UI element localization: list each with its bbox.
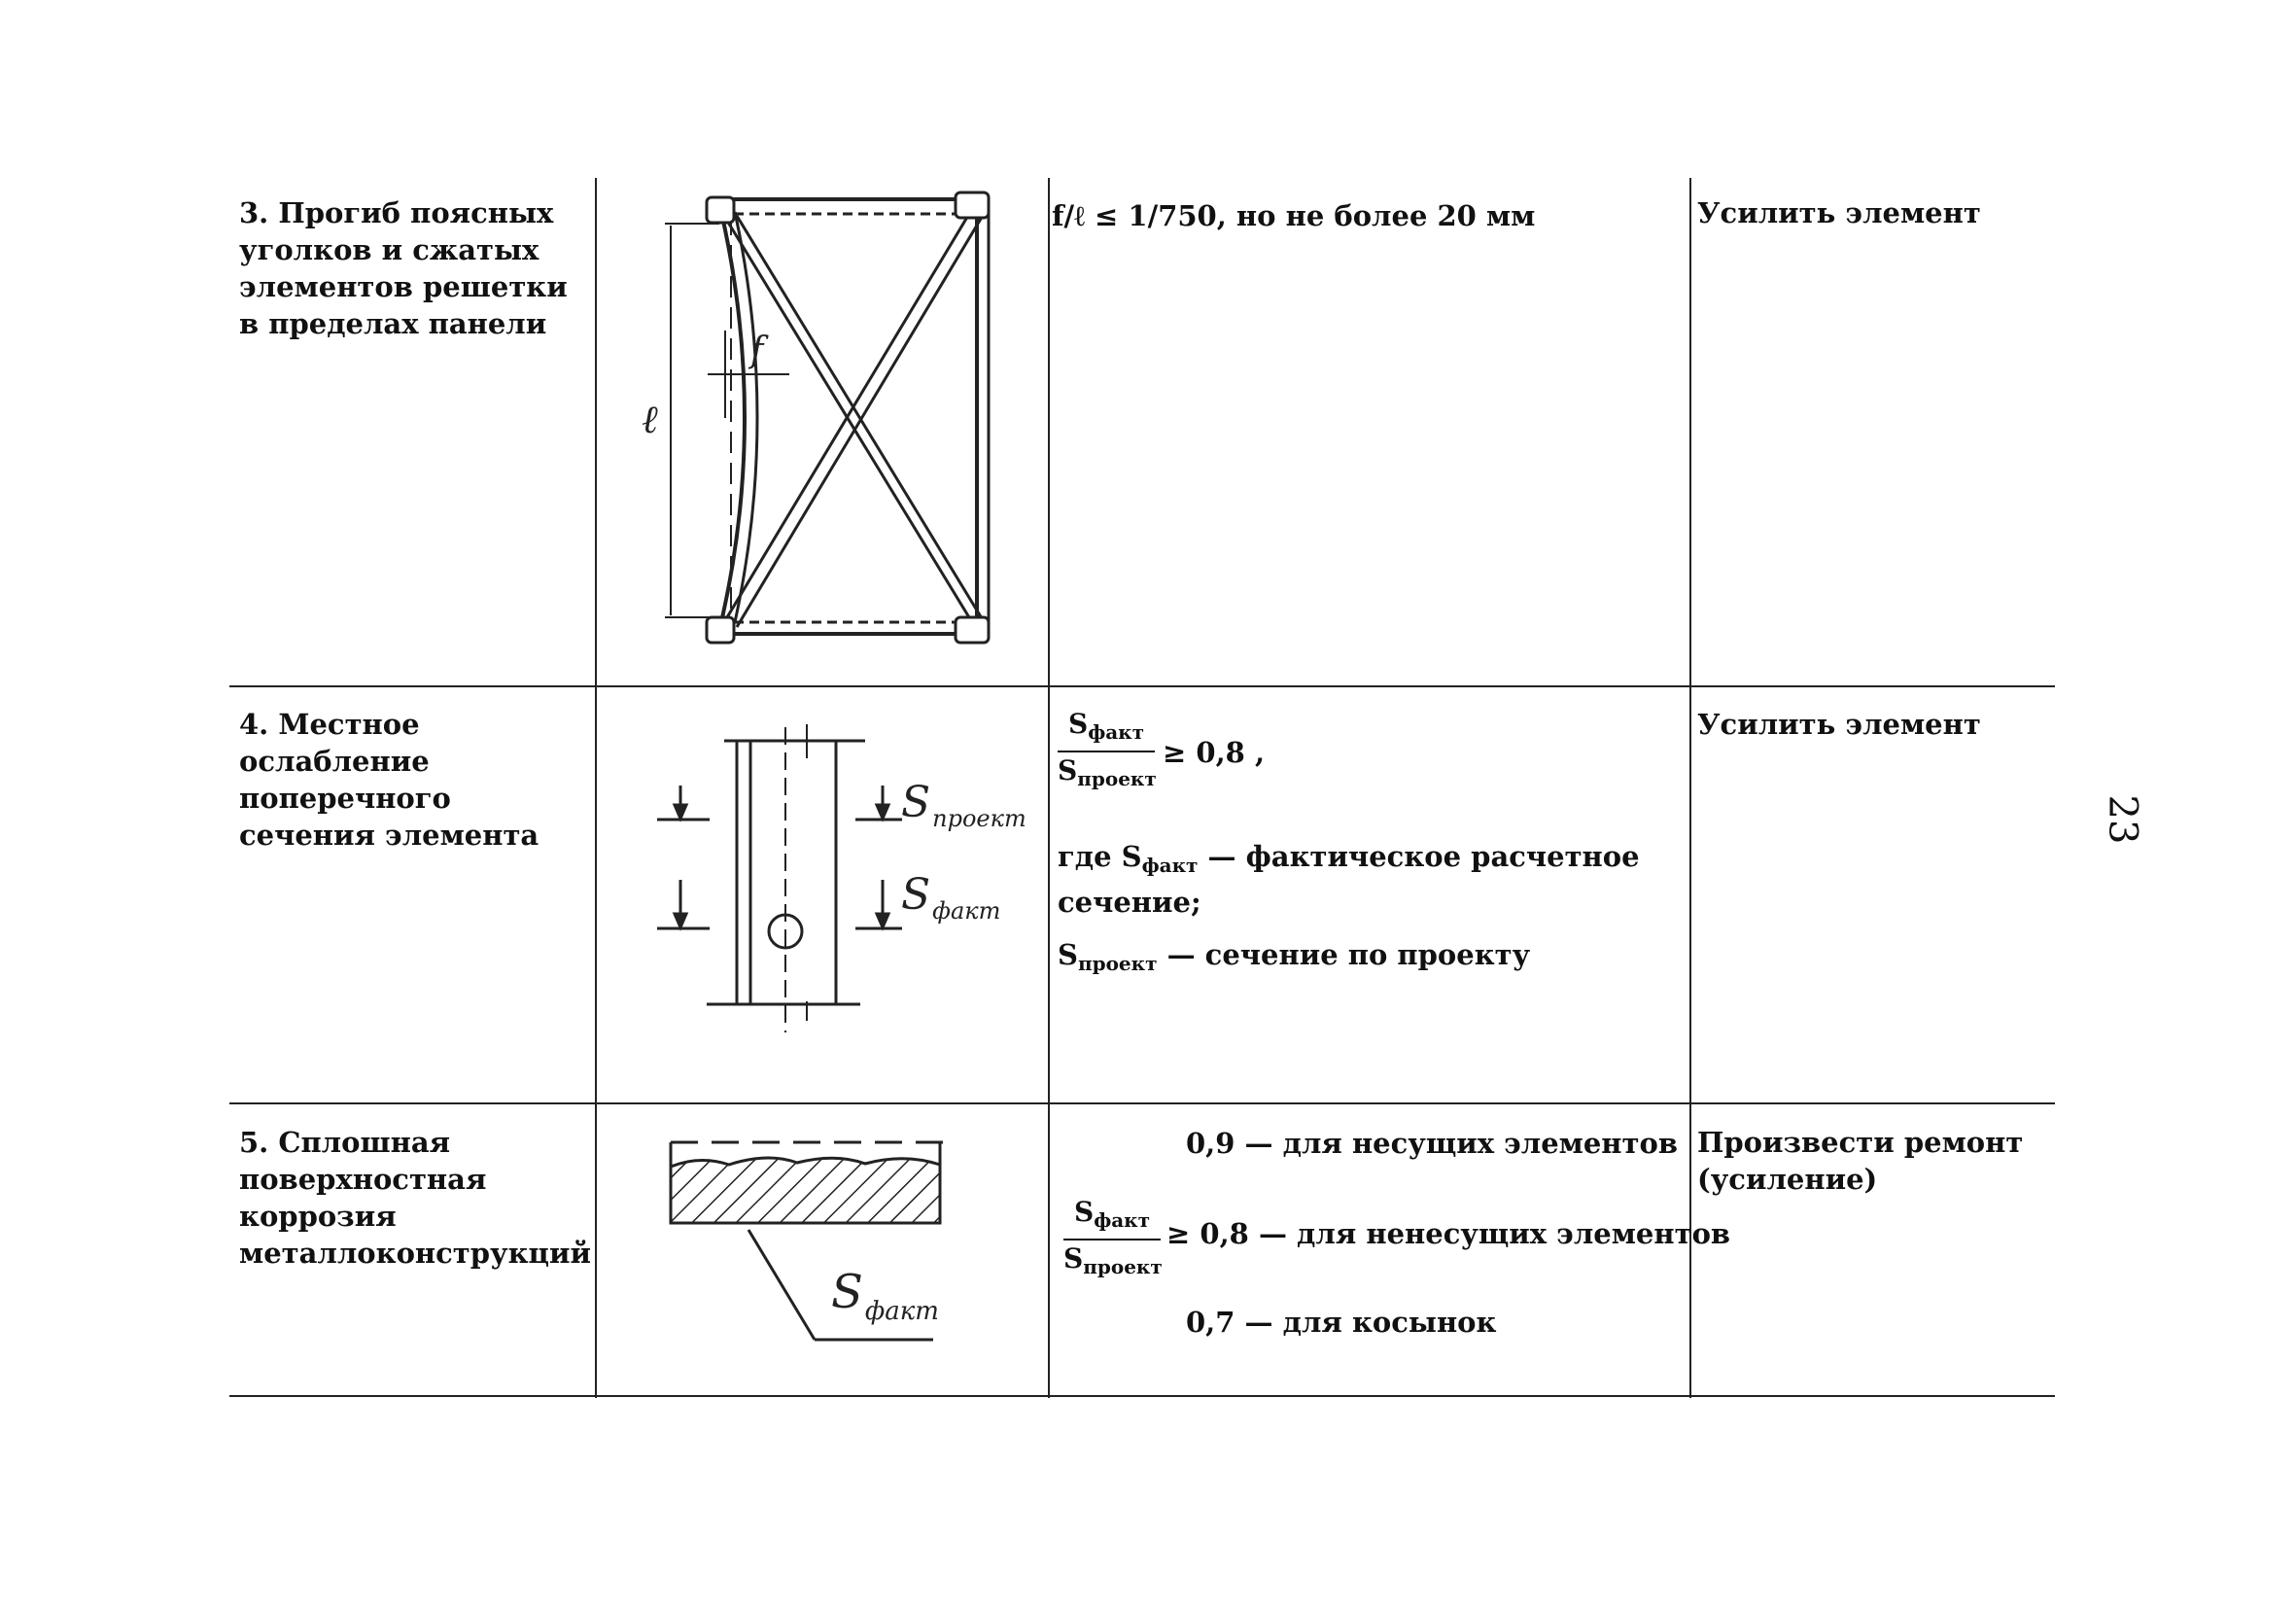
row-divider-2 [229, 1102, 2055, 1104]
row-4-description: 4. Местное ослабление поперечного сечени… [239, 708, 539, 852]
row-5-description: 5. Сплошная поверхностная коррозия метал… [239, 1126, 592, 1270]
row-5-criterion-line2: ≥ 0,8 — для ненесущих элементов [1166, 1217, 1731, 1250]
row-3-action: Усилить элемент [1697, 196, 1981, 229]
row-5-criterion-line3: 0,7 — для косынок [1186, 1306, 1497, 1339]
row-4-ratio-fraction: Sфакт Sпроект [1058, 708, 1157, 790]
truss-label-l: ℓ [642, 398, 658, 442]
row-divider-3 [229, 1395, 2055, 1397]
row-divider-1 [229, 685, 2055, 687]
truss-panel-figure [665, 191, 991, 645]
label-corrosion-s-fakt: Sфакт [831, 1265, 939, 1326]
truss-label-f: f [748, 331, 769, 370]
row-3-description: 3. Прогиб поясных уголков и сжатых элеме… [239, 196, 568, 340]
weakened-section-figure [657, 724, 902, 1032]
row-4-where-fakt: где Sфакт — фактическое расчетное сечени… [1058, 840, 1640, 919]
column-divider-3 [1689, 178, 1691, 1398]
corrosion-section-figure [669, 1140, 943, 1342]
row-5-criterion-line1: 0,9 — для несущих элементов [1186, 1127, 1678, 1160]
label-s-fakt: Sфакт [901, 870, 1000, 925]
row-4-where-proekt: Sпроект — сечение по проекту [1058, 938, 1531, 975]
row-5-action: Произвести ремонт (усиление) [1697, 1126, 2024, 1196]
column-divider-1 [595, 178, 597, 1398]
row-5-ratio-fraction: Sфакт Sпроект [1063, 1196, 1163, 1278]
row-4-ratio-tail: ≥ 0,8 , [1163, 736, 1266, 769]
row-3-criterion: f/ℓ ≤ 1/750, но не более 20 мм [1052, 199, 1536, 232]
row-4-action: Усилить элемент [1697, 708, 1981, 741]
column-divider-2 [1048, 178, 1050, 1398]
label-s-proekt: Sпроект [901, 778, 1026, 832]
